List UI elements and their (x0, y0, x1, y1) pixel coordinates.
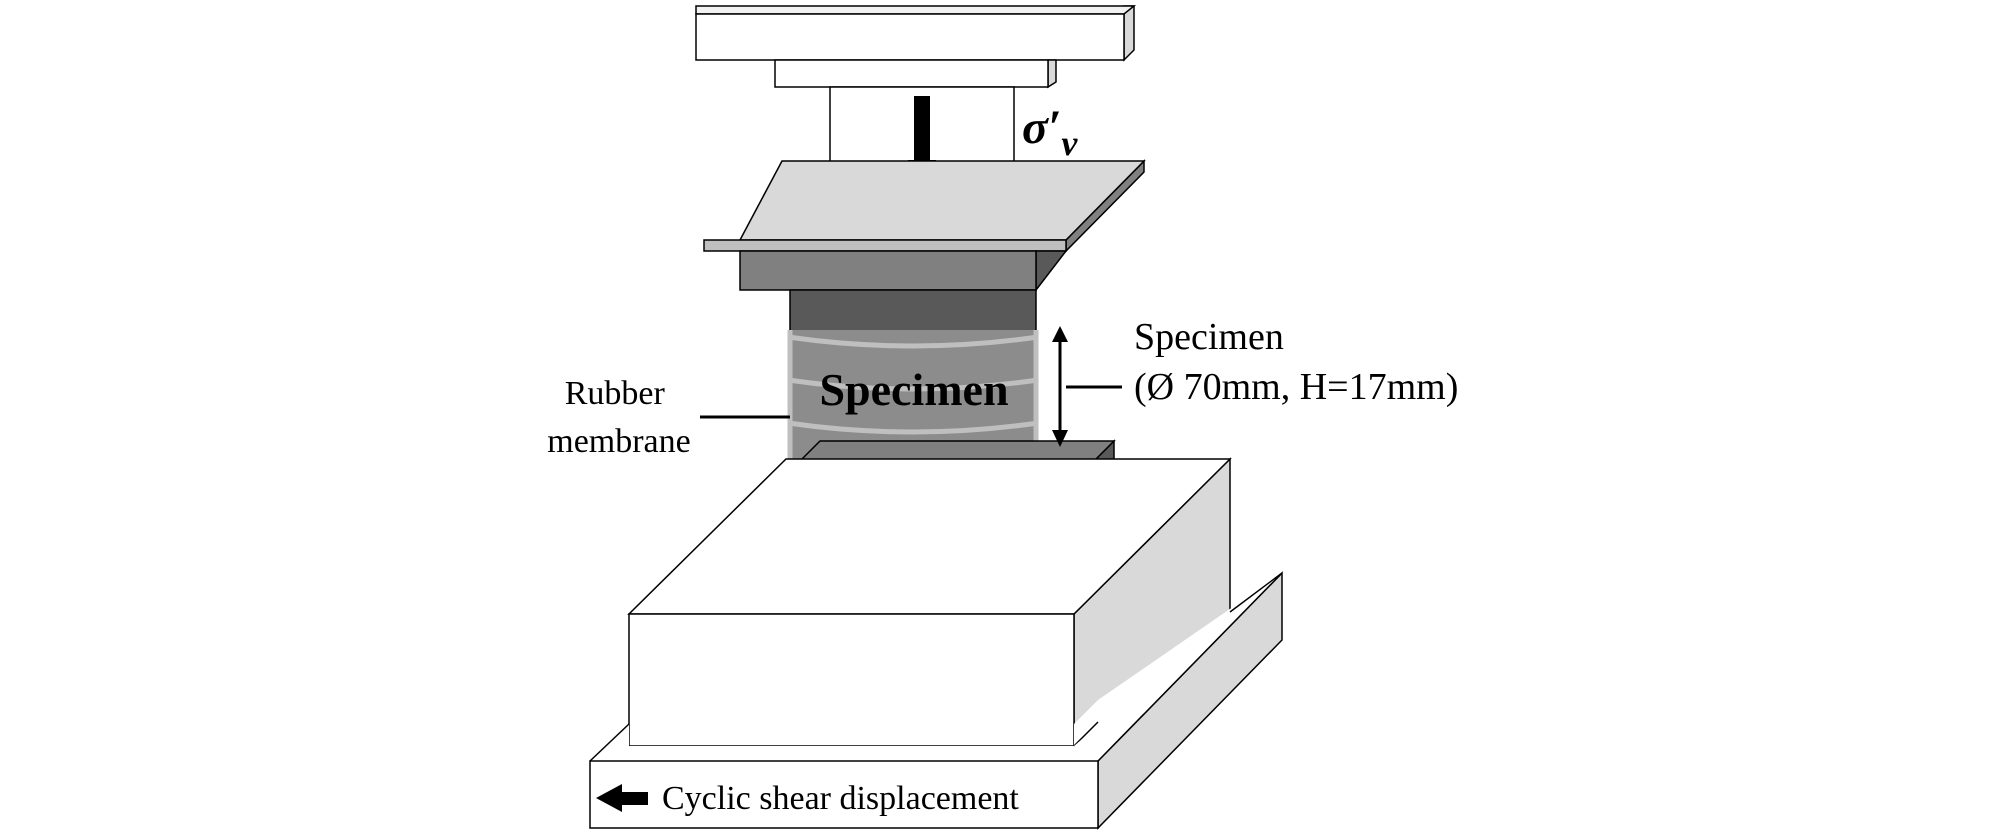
specimen-side-label-line1: Specimen (1134, 316, 1284, 358)
shear-table (589, 571, 1283, 830)
vertical-stress-label: σ′v (1022, 101, 1078, 163)
specimen-center-label: Specimen (819, 364, 1008, 415)
specimen-side-label-line2: (Ø 70mm, H=17mm) (1134, 366, 1458, 408)
rubber-membrane-label-line2: membrane (547, 423, 691, 460)
top-cap-block (739, 250, 1068, 293)
cyclic-shear-displacement-label: Cyclic shear displacement (662, 780, 1019, 817)
displacement-arrow (596, 784, 648, 812)
top-loading-cap (695, 5, 1137, 89)
prime-symbol: ′ (1048, 101, 1062, 154)
shear-box (627, 457, 1232, 748)
specimen-side-label: Specimen (Ø 70mm, H=17mm) (1134, 316, 1458, 408)
sigma-symbol: σ (1022, 101, 1049, 154)
height-dimension-arrow (1052, 326, 1068, 447)
top-plate (703, 159, 1146, 253)
v-subscript: v (1061, 123, 1078, 163)
rubber-membrane-label: Rubber membrane (547, 375, 691, 460)
rubber-membrane-label-line1: Rubber (565, 375, 666, 412)
